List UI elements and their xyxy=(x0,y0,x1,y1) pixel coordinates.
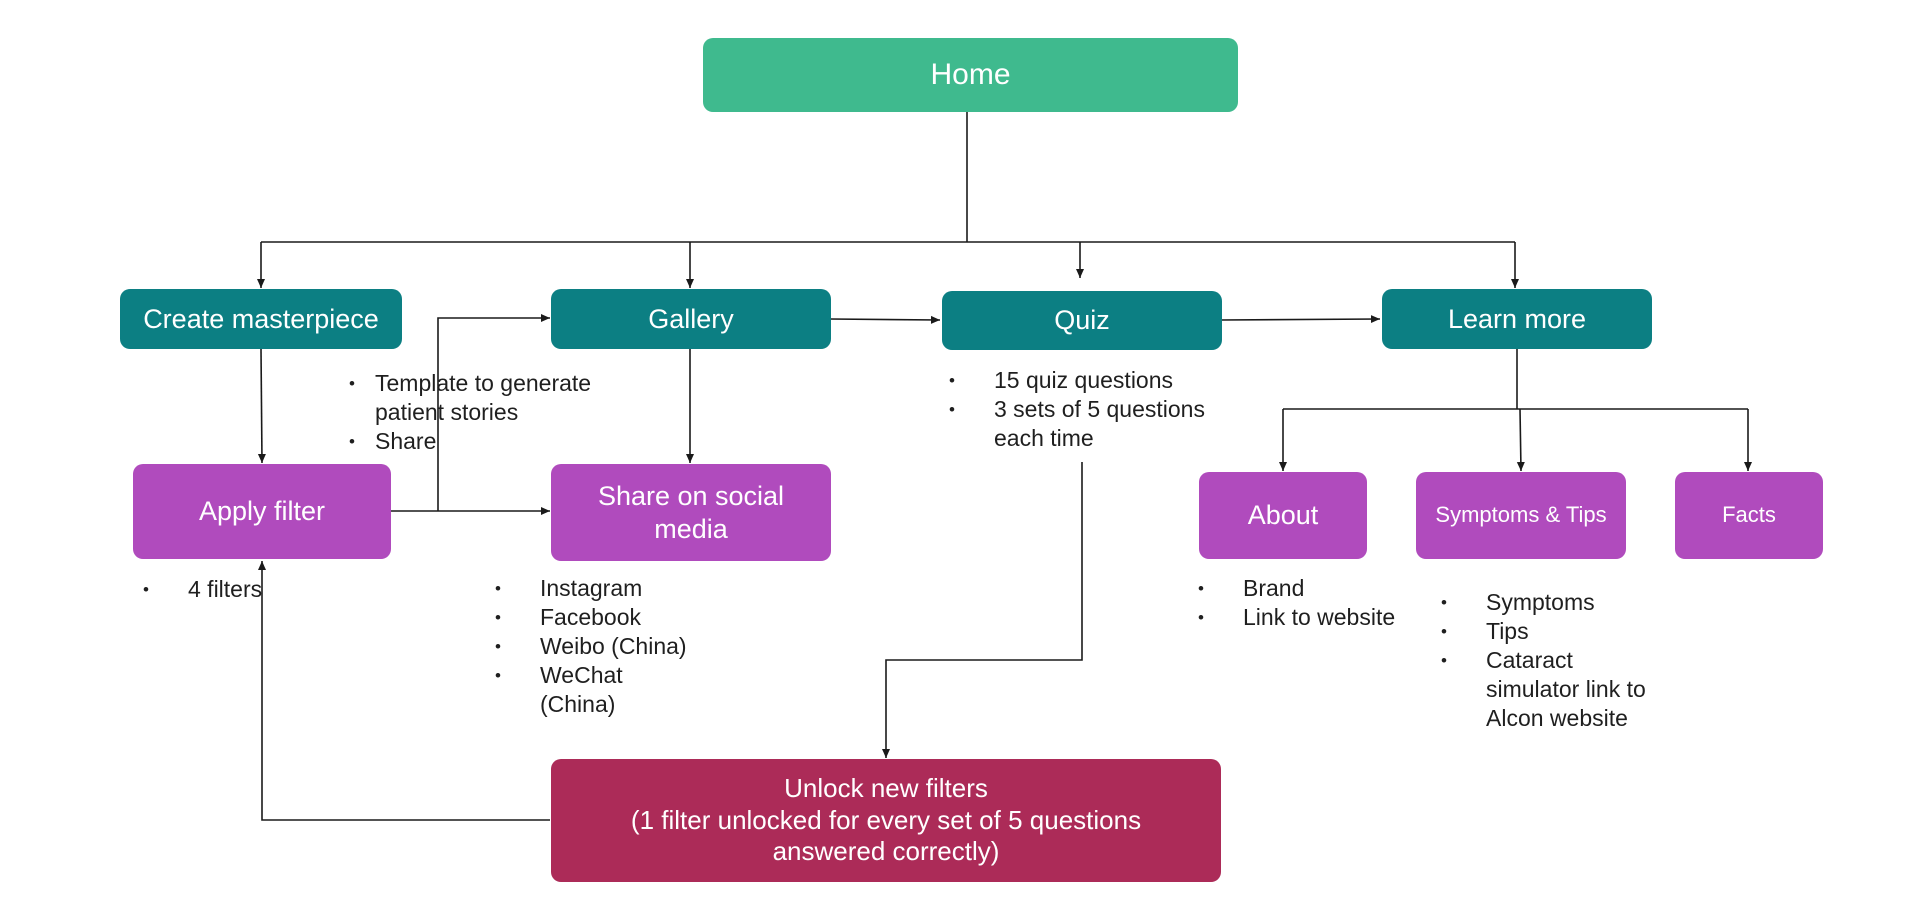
quiz-node[interactable]: Quiz xyxy=(942,291,1222,350)
about-note-item: Brand xyxy=(1198,574,1438,603)
share-social-node[interactable]: Share on social media xyxy=(551,464,831,561)
about-label: About xyxy=(1247,500,1319,531)
symptoms-note-item: Symptoms xyxy=(1441,588,1656,617)
about-note-item: Link to website xyxy=(1198,603,1438,632)
social-note-item: Weibo (China) xyxy=(495,632,695,661)
unlock-filters-label-line-1: Unlock new filters xyxy=(784,772,988,803)
template-note-item: Share xyxy=(349,427,599,456)
template-note-item: Template to generate patient stories xyxy=(349,369,599,427)
apply-filter-label: Apply filter xyxy=(198,496,326,527)
social-notes: Instagram Facebook Weibo (China) WeChat … xyxy=(495,574,695,719)
template-notes: Template to generate patient stories Sha… xyxy=(349,369,599,456)
about-node[interactable]: About xyxy=(1199,472,1367,559)
social-note-item: Instagram xyxy=(495,574,695,603)
unlock-filters-label-line-3: answered correctly) xyxy=(772,836,1000,867)
share-social-label-line-1: Share on social xyxy=(597,480,785,511)
symptoms-tips-node[interactable]: Symptoms & Tips xyxy=(1416,472,1626,559)
unlock-filters-node[interactable]: Unlock new filters (1 filter unlocked fo… xyxy=(551,759,1221,882)
arrow-unlock-to-apply xyxy=(258,561,550,821)
quiz-note-item: 15 quiz questions xyxy=(949,366,1214,395)
arrow-create-to-apply-filter xyxy=(257,348,266,464)
arrow-gallery-to-quiz xyxy=(829,315,941,324)
symptoms-tips-label: Symptoms & Tips xyxy=(1435,502,1607,528)
unlock-filters-label-line-2: (1 filter unlocked for every set of 5 qu… xyxy=(630,804,1142,835)
quiz-label: Quiz xyxy=(1054,305,1110,336)
about-notes: Brand Link to website xyxy=(1198,574,1438,632)
symptoms-notes: Symptoms Tips Cataract simulator link to… xyxy=(1441,588,1656,733)
create-masterpiece-label: Create masterpiece xyxy=(143,303,379,334)
facts-node[interactable]: Facts xyxy=(1675,472,1823,559)
create-masterpiece-node[interactable]: Create masterpiece xyxy=(120,289,402,349)
social-note-item: WeChat (China) xyxy=(495,661,695,719)
filter-note-item: 4 filters xyxy=(143,575,343,604)
share-social-label-line-2: media xyxy=(654,513,728,544)
learn-more-node[interactable]: Learn more xyxy=(1382,289,1652,349)
gallery-label: Gallery xyxy=(648,303,734,334)
symptoms-note-item: Cataract simulator link to Alcon website xyxy=(1441,646,1656,733)
apply-filter-node[interactable]: Apply filter xyxy=(133,464,391,559)
learn-more-label: Learn more xyxy=(1447,303,1587,334)
home-label: Home xyxy=(930,57,1011,91)
arrow-quiz-to-learn-more xyxy=(1219,315,1381,324)
quiz-notes: 15 quiz questions 3 sets of 5 questions … xyxy=(949,366,1214,453)
home-node[interactable]: Home xyxy=(703,38,1238,112)
social-note-item: Facebook xyxy=(495,603,695,632)
arrow-to-symptoms-tips xyxy=(1516,408,1525,472)
symptoms-note-item: Tips xyxy=(1441,617,1656,646)
gallery-node[interactable]: Gallery xyxy=(551,289,831,349)
quiz-note-item: 3 sets of 5 questions each time xyxy=(949,395,1214,453)
filter-notes: 4 filters xyxy=(143,575,343,604)
facts-label: Facts xyxy=(1722,502,1776,528)
arrow-quiz-to-unlock xyxy=(882,462,1083,758)
